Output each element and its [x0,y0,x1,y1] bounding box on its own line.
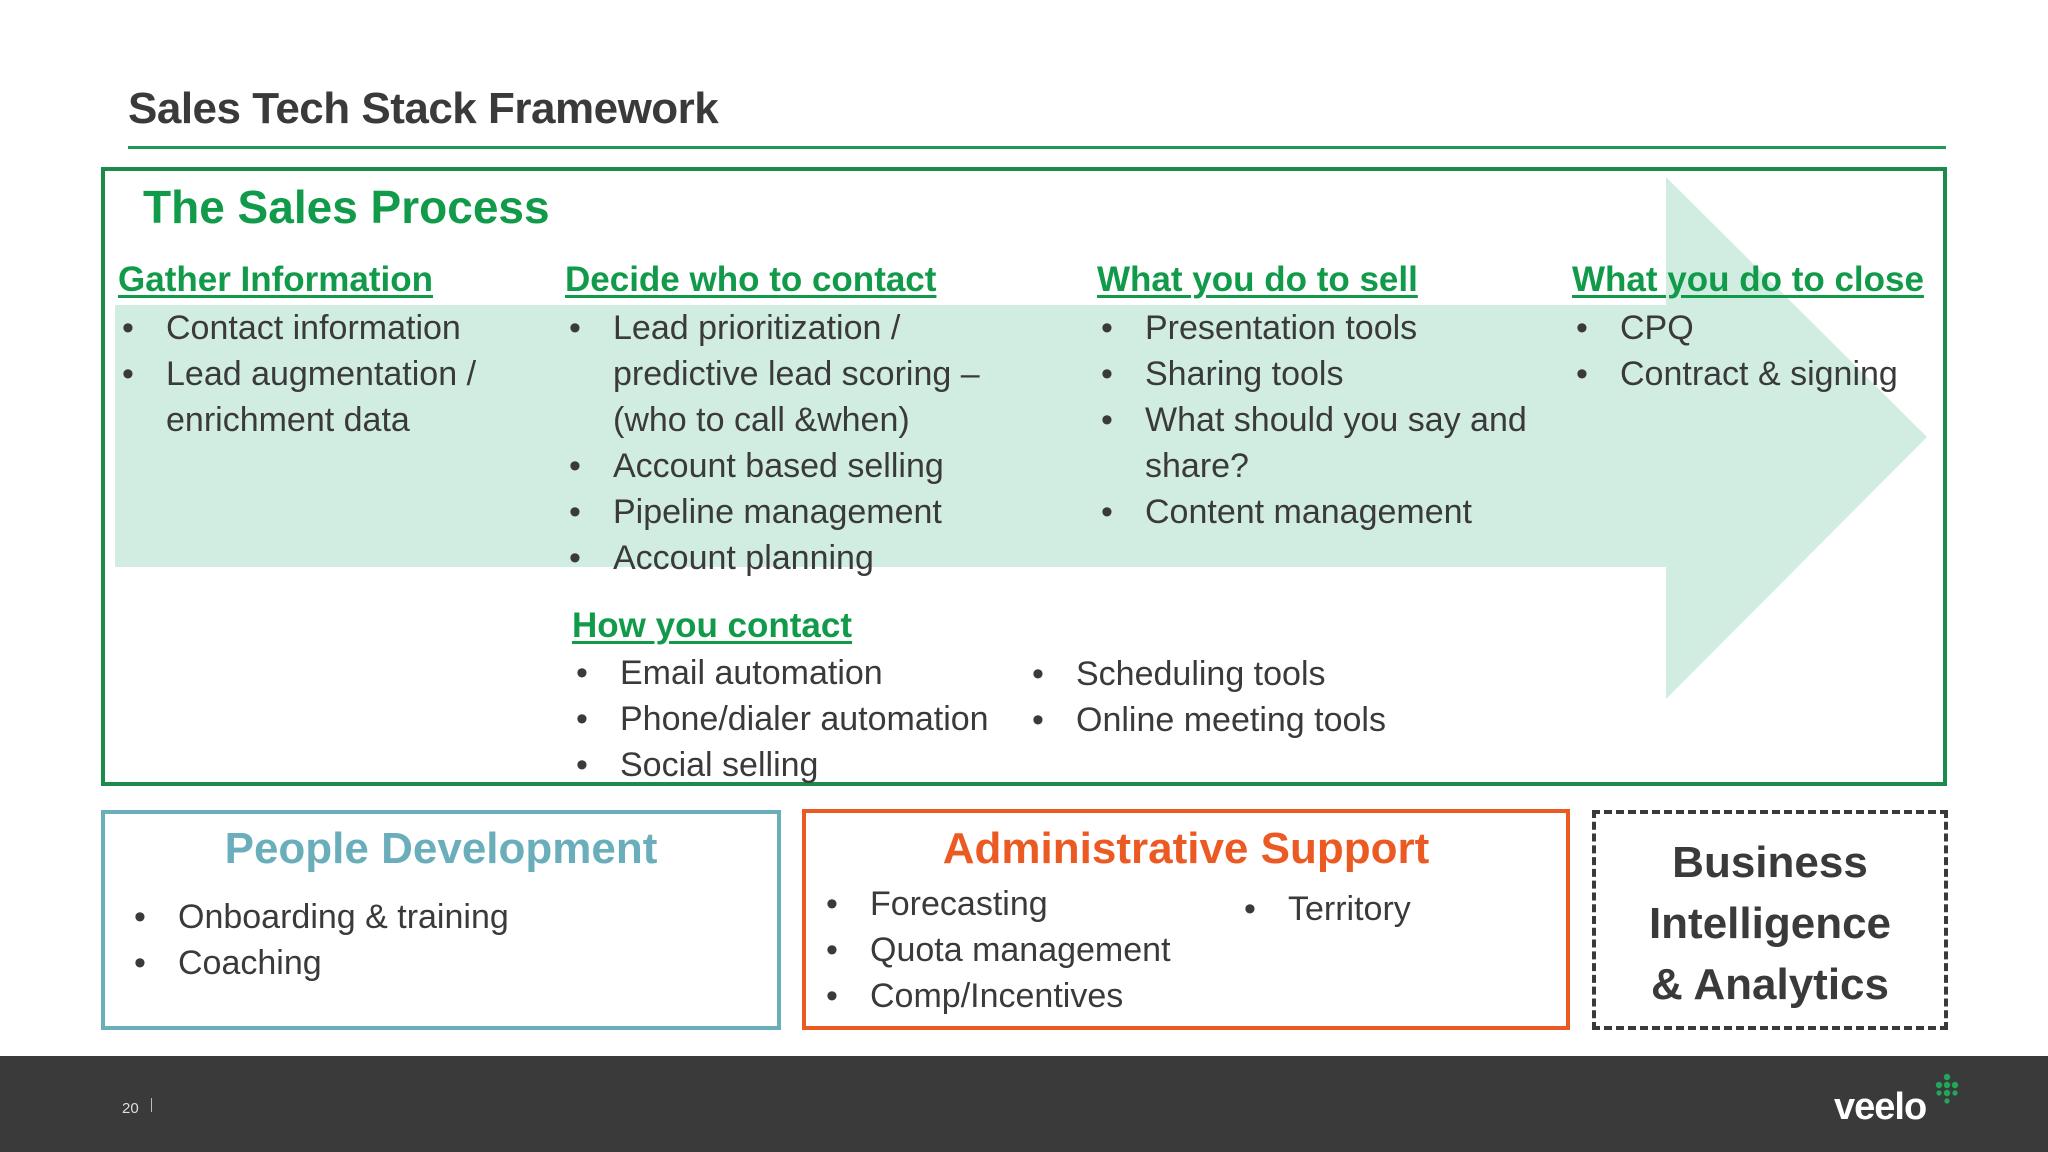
title-divider [128,146,1946,149]
bullet-icon: • [134,944,146,982]
bullet-icon: • [134,898,146,936]
heading-decide-who-to-contact: Decide who to contact [565,260,937,299]
bullet-icon: • [569,447,581,485]
page-title: Sales Tech Stack Framework [128,84,719,133]
heading-how-you-contact: How you contact [572,606,853,645]
bullet-icon: • [1032,655,1044,693]
administrative-support-title: Administrative Support [942,824,1430,873]
page-number-separator [151,1098,152,1112]
list-item: •Social selling [572,742,989,788]
bullet-icon: • [122,309,134,347]
bullet-icon: • [826,885,838,923]
list-item: •Phone/dialer automation [572,696,989,742]
bullet-icon: • [569,539,581,577]
process-arrow [115,177,1927,699]
administrative-support-box [802,809,1570,1030]
list-item: •Lead prioritization / [565,305,980,351]
bullet-icon: • [1244,890,1256,928]
gather-information-list: •Contact information •Lead augmentation … [118,305,476,443]
list-item: •Sharing tools [1097,351,1527,397]
list-item: •Pipeline management [565,489,980,535]
bullet-icon: • [576,654,588,692]
bullet-icon: • [1101,493,1113,531]
administrative-support-list-left: •Forecasting •Quota management •Comp/Inc… [822,881,1171,1019]
people-development-list: •Onboarding & training •Coaching [130,894,509,986]
list-item: •Coaching [130,940,509,986]
heading-what-you-do-to-sell: What you do to sell [1097,260,1418,299]
list-item: •Contact information [118,305,476,351]
bullet-icon: • [569,309,581,347]
bullet-icon: • [1576,309,1588,347]
footer-bar [0,1056,2048,1152]
list-item-continuation: enrichment data [166,401,410,439]
heading-what-you-do-to-close: What you do to close [1572,260,1924,299]
decide-who-to-contact-list: •Lead prioritization / predictive lead s… [565,305,980,581]
bullet-icon: • [1101,401,1113,439]
bullet-icon: • [1101,355,1113,393]
list-item: •Lead augmentation / [118,351,476,397]
list-item: •Presentation tools [1097,305,1527,351]
sales-process-box [101,167,1947,786]
administrative-support-list-right: •Territory [1240,886,1411,932]
bullet-icon: • [576,700,588,738]
people-development-box [101,810,781,1030]
list-item: •Content management [1097,489,1527,535]
bullet-icon: • [569,493,581,531]
bullet-icon: • [1576,355,1588,393]
list-item: •Contract & signing [1572,351,1898,397]
list-item: •CPQ [1572,305,1898,351]
list-item-continuation: share? [1145,447,1249,485]
list-item: •Account planning [565,535,980,581]
what-you-do-to-sell-list: •Presentation tools •Sharing tools •What… [1097,305,1527,535]
list-item: •Scheduling tools [1028,651,1386,697]
business-intelligence-title: Business Intelligence & Analytics [1648,838,1892,1009]
list-item: •What should you say and [1097,397,1527,443]
list-item: •Onboarding & training [130,894,509,940]
how-you-contact-list-right: •Scheduling tools •Online meeting tools [1028,651,1386,743]
list-item: •Online meeting tools [1028,697,1386,743]
list-item-continuation: (who to call &when) [613,401,910,439]
how-you-contact-list-left: •Email automation •Phone/dialer automati… [572,650,989,788]
heading-gather-information: Gather Information [118,260,434,299]
bullet-icon: • [1101,309,1113,347]
page-number: 20 [122,1100,139,1117]
list-item: •Quota management [822,927,1170,973]
bullet-icon: • [576,746,588,784]
list-item: •Forecasting [822,881,1171,927]
list-item: •Email automation [572,650,989,696]
veelo-logo: veelo [1834,1070,1964,1130]
what-you-do-to-close-list: •CPQ •Contract & signing [1572,305,1898,397]
bullet-icon: • [826,977,838,1015]
list-item-continuation: predictive lead scoring – [613,355,980,393]
bullet-icon: • [826,931,838,969]
list-item: •Territory [1240,886,1411,932]
bullet-icon: • [1032,701,1044,739]
business-intelligence-box [1592,810,1948,1030]
people-development-title: People Development [224,824,658,873]
list-item: •Comp/Incentives [822,973,1171,1019]
logo-dots-icon [1935,1073,1959,1104]
process-title: The Sales Process [143,181,550,233]
list-item: •Account based selling [565,443,980,489]
bullet-icon: • [122,355,134,393]
